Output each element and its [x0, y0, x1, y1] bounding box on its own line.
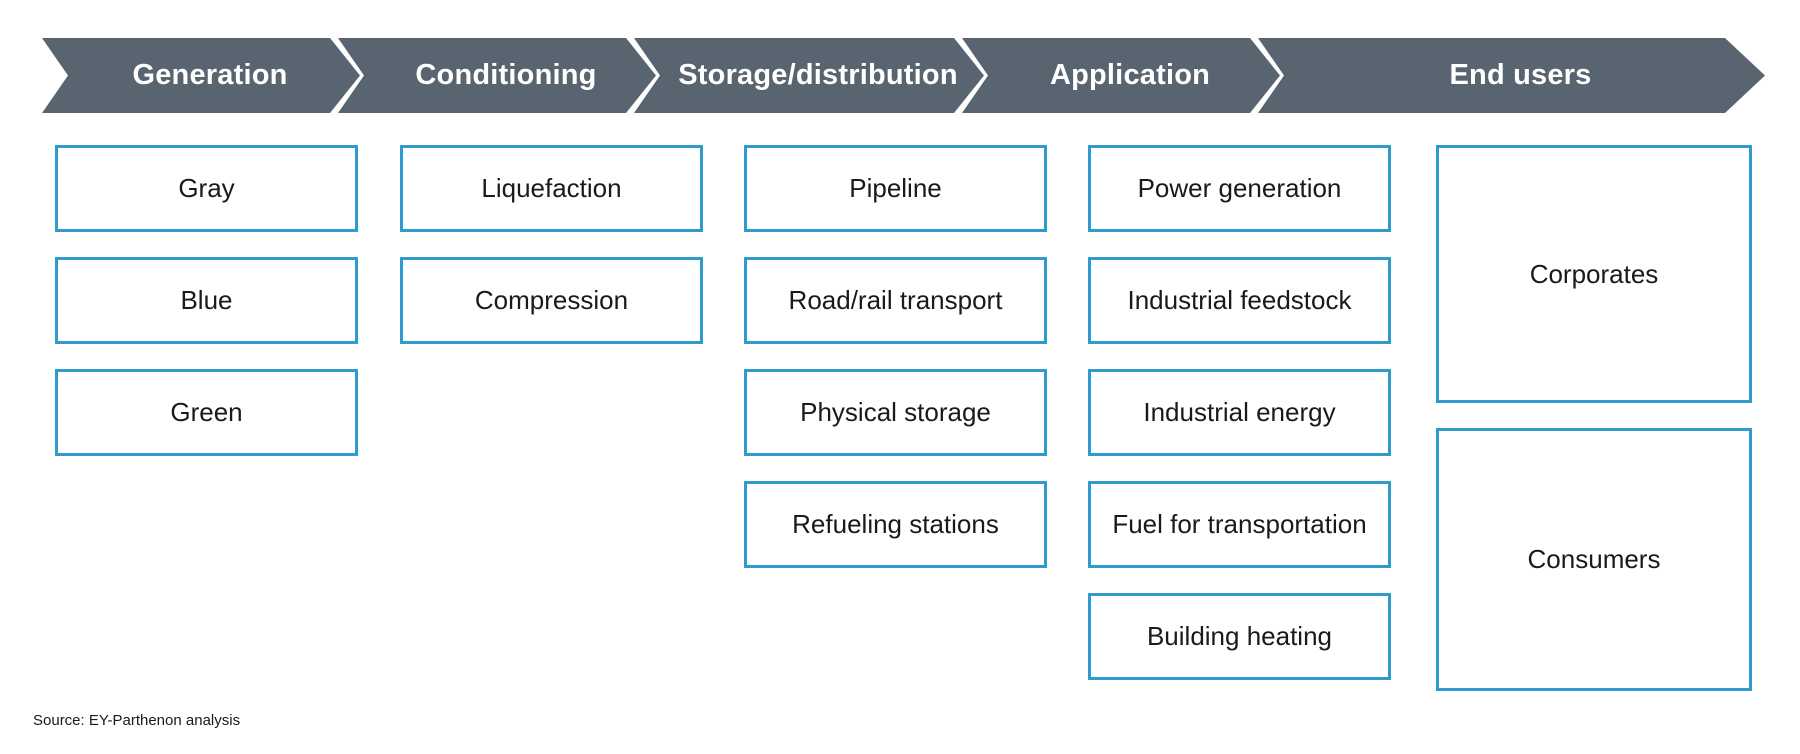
- node-refueling-stations-label: Refueling stations: [792, 509, 999, 540]
- node-road-rail-transport[interactable]: Road/rail transport: [744, 257, 1047, 344]
- stage-header-conditioning[interactable]: Conditioning: [338, 38, 656, 113]
- node-pipeline-label: Pipeline: [849, 173, 942, 204]
- node-compression[interactable]: Compression: [400, 257, 703, 344]
- node-fuel-for-transportation[interactable]: Fuel for transportation: [1088, 481, 1391, 568]
- stage-header-application-label: Application: [1049, 59, 1211, 91]
- stage-header-storage-distribution[interactable]: Storage/distribution: [634, 38, 984, 113]
- column-conditioning: Liquefaction Compression: [400, 145, 703, 369]
- node-corporates[interactable]: Corporates: [1436, 145, 1752, 403]
- node-building-heating[interactable]: Building heating: [1088, 593, 1391, 680]
- stage-header-end-users-label: End users: [1449, 59, 1592, 91]
- node-industrial-feedstock-label: Industrial feedstock: [1127, 285, 1352, 316]
- stage-header-generation[interactable]: Generation: [42, 38, 360, 113]
- node-green-label: Green: [170, 397, 243, 428]
- node-physical-storage[interactable]: Physical storage: [744, 369, 1047, 456]
- node-building-heating-label: Building heating: [1146, 621, 1333, 652]
- node-compression-label: Compression: [474, 285, 629, 316]
- node-road-rail-transport-label: Road/rail transport: [788, 285, 1003, 316]
- column-end-users: Corporates Consumers: [1436, 145, 1752, 716]
- stage-header-band: Generation Conditioning Storage/distribu…: [42, 38, 1765, 113]
- stage-header-application[interactable]: Application: [962, 38, 1280, 113]
- node-gray-label: Gray: [178, 173, 235, 204]
- node-power-generation[interactable]: Power generation: [1088, 145, 1391, 232]
- column-storage-distribution: Pipeline Road/rail transport Physical st…: [744, 145, 1047, 593]
- node-gray[interactable]: Gray: [55, 145, 358, 232]
- source-note: Source: EY-Parthenon analysis: [33, 712, 241, 729]
- node-corporates-label: Corporates: [1529, 258, 1659, 289]
- node-refueling-stations[interactable]: Refueling stations: [744, 481, 1047, 568]
- node-liquefaction[interactable]: Liquefaction: [400, 145, 703, 232]
- node-industrial-energy[interactable]: Industrial energy: [1088, 369, 1391, 456]
- stage-header-generation-label: Generation: [132, 59, 288, 91]
- stage-header-end-users[interactable]: End users: [1258, 38, 1765, 113]
- node-pipeline[interactable]: Pipeline: [744, 145, 1047, 232]
- node-green[interactable]: Green: [55, 369, 358, 456]
- node-power-generation-label: Power generation: [1137, 173, 1342, 204]
- stage-header-storage-distribution-label: Storage/distribution: [678, 59, 958, 91]
- node-consumers-label: Consumers: [1527, 544, 1661, 575]
- node-industrial-feedstock[interactable]: Industrial feedstock: [1088, 257, 1391, 344]
- node-blue-label: Blue: [180, 285, 233, 316]
- column-application: Power generation Industrial feedstock In…: [1088, 145, 1391, 705]
- column-generation: Gray Blue Green: [55, 145, 358, 481]
- node-fuel-for-transportation-label: Fuel for transportation: [1112, 509, 1367, 540]
- node-industrial-energy-label: Industrial energy: [1143, 397, 1336, 428]
- node-physical-storage-label: Physical storage: [800, 397, 991, 428]
- node-blue[interactable]: Blue: [55, 257, 358, 344]
- node-liquefaction-label: Liquefaction: [481, 173, 622, 204]
- node-consumers[interactable]: Consumers: [1436, 428, 1752, 691]
- stage-header-conditioning-label: Conditioning: [415, 59, 597, 91]
